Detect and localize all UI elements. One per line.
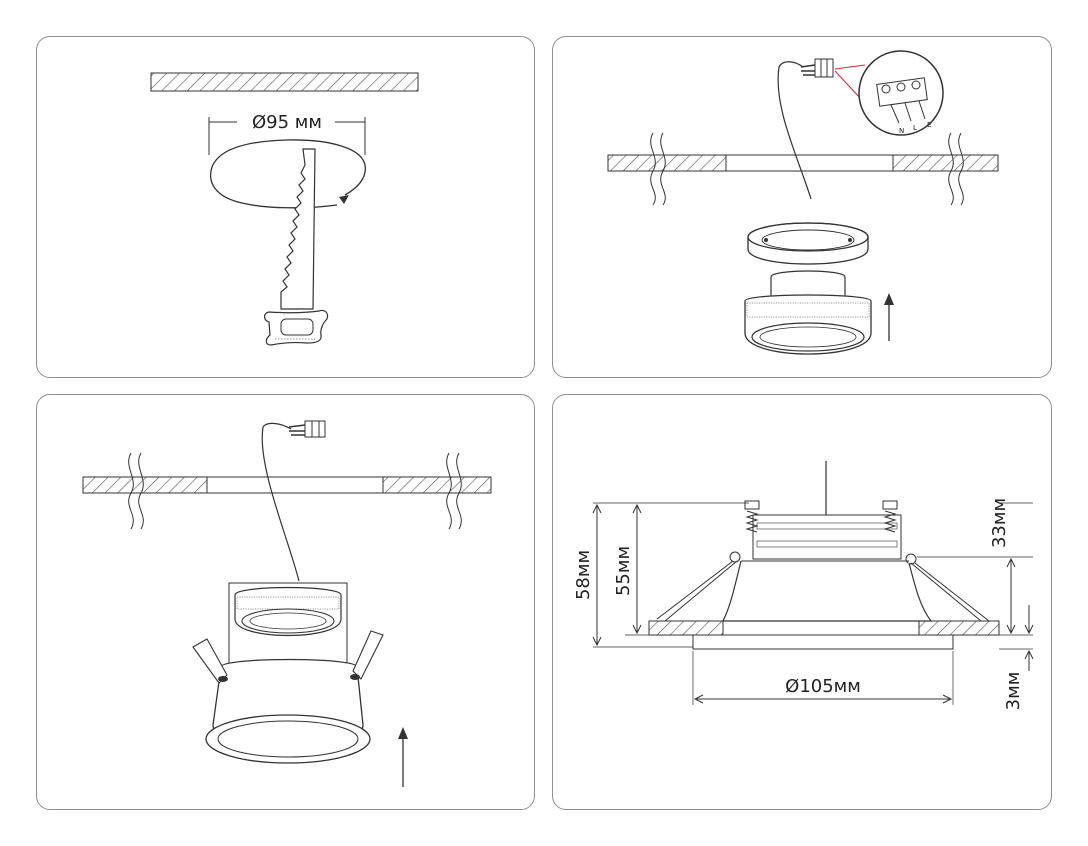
ceiling-slab-right — [382, 476, 492, 494]
panel-dimensions: 58мм 55мм 33мм 3мм Ø105мм — [552, 394, 1052, 810]
mounting-ring — [747, 222, 869, 265]
housing-top — [752, 514, 902, 560]
dim-height-body: 55мм — [613, 546, 634, 596]
power-cable — [777, 61, 812, 200]
arrow-up-icon — [398, 727, 408, 787]
dim-diameter-flange: Ø105мм — [785, 676, 861, 697]
panel-wiring: N L E — [552, 36, 1052, 378]
insert-drawing — [82, 420, 492, 787]
terminal-label-l: L — [913, 124, 917, 132]
terminal-connector-icon — [800, 58, 834, 78]
ceiling-section-left — [648, 620, 724, 636]
spring-left-icon — [744, 500, 760, 533]
diameter-label: Ø95 мм — [252, 112, 322, 133]
ceiling-slab — [150, 72, 419, 92]
ceiling-section-right — [918, 620, 1000, 636]
terminal-connector-icon — [288, 420, 326, 438]
rotation-arrow-icon — [339, 195, 349, 204]
terminal-label-e: E — [927, 121, 931, 129]
dimensions-drawing: 58мм 55мм 33мм 3мм Ø105мм — [573, 461, 1034, 711]
spring-right-icon — [882, 500, 898, 533]
arrow-up-icon — [884, 293, 894, 341]
ceiling-slab-left — [607, 154, 727, 172]
power-cable — [261, 422, 300, 582]
panel-cut-hole: Ø95 мм — [36, 36, 535, 378]
dim-height-total: 58мм — [573, 550, 594, 600]
cut-hole-drawing: Ø95 мм — [150, 72, 419, 346]
ceiling-slab-right — [892, 154, 999, 172]
lamp-body-profile — [722, 560, 933, 622]
dim-height-top: 33мм — [989, 498, 1010, 548]
ceiling-hole — [725, 154, 894, 172]
panel-insert — [36, 394, 535, 810]
ceiling-slab-left — [82, 476, 208, 494]
terminal-label-n: N — [899, 127, 904, 135]
saw-blade-icon — [280, 148, 316, 310]
hole-outline — [210, 139, 366, 209]
lamp-assembly — [192, 582, 384, 764]
dim-flange-thickness: 3мм — [1003, 672, 1024, 711]
terminal-detail-magnifier: N L E — [858, 50, 944, 136]
ceiling-hole — [206, 476, 384, 494]
lamp-flange — [692, 634, 954, 650]
wiring-drawing: N L E — [607, 50, 999, 355]
lamp-module — [744, 270, 872, 355]
